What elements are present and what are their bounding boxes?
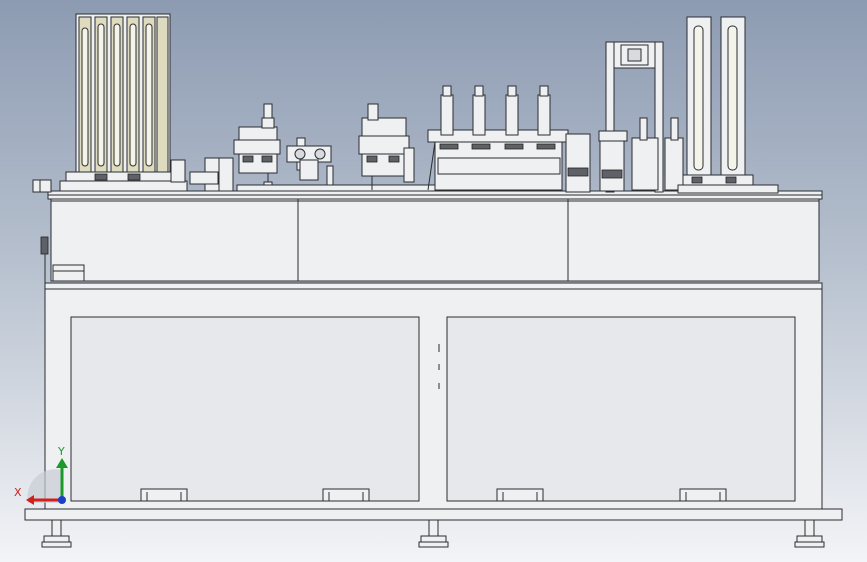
- upper-guard: [40, 197, 820, 283]
- x-axis-label: X: [14, 486, 22, 499]
- right-gantry: [598, 41, 684, 193]
- base-frame: [24, 282, 843, 521]
- leveling-feet: [41, 519, 825, 548]
- z-axis-dot: [58, 496, 66, 504]
- side-cylinder: [32, 179, 52, 193]
- door-handle: [679, 488, 727, 502]
- right-cabinet-door: [446, 316, 796, 502]
- four-head-module: [427, 85, 591, 193]
- press-station-1: [189, 103, 281, 192]
- left-cabinet-door: [70, 316, 420, 502]
- y-arrowhead: [56, 458, 68, 468]
- door-handle: [140, 488, 188, 502]
- x-arrowhead: [26, 495, 34, 505]
- right-magazine: [677, 16, 779, 194]
- guard-bracket: [52, 264, 85, 282]
- left-magazine: [32, 13, 188, 193]
- press-station-2: [358, 103, 415, 190]
- door-handle: [322, 488, 370, 502]
- gripper-station: [236, 137, 438, 192]
- y-axis-label: Y: [57, 445, 65, 458]
- door-handle: [496, 488, 544, 502]
